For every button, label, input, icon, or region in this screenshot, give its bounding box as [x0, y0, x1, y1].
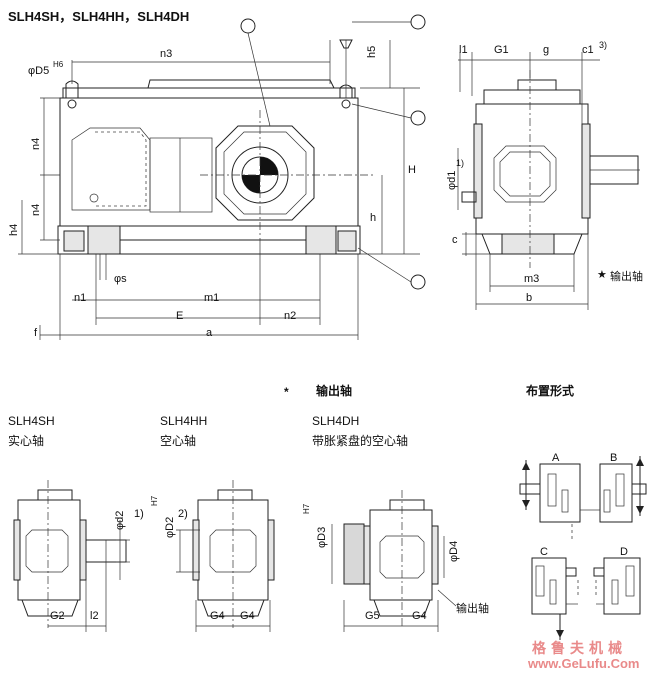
arrangement-a: A: [552, 452, 560, 464]
dim-h4: h4: [8, 223, 20, 236]
dim-G1: G1: [494, 44, 509, 56]
dim-s: φs: [114, 273, 127, 285]
arrangements-drawing: [519, 456, 647, 640]
dim-a: a: [206, 327, 213, 339]
arrangement-b: B: [610, 452, 618, 464]
dim-H: H: [408, 164, 416, 176]
variant-dh-dim: φD3: [316, 526, 328, 548]
variant-dh-g5: G5: [365, 610, 380, 622]
dim-b: b: [526, 292, 533, 304]
variant-sh-dim: φd2: [114, 510, 126, 530]
variant-sh-note: 1): [134, 508, 144, 520]
variant-sh-l2: l2: [90, 610, 99, 622]
variant-hh-g4-left: G4: [210, 610, 225, 622]
dim-d1-note: 1): [456, 158, 465, 168]
legend-output-shaft: 输出轴: [610, 270, 643, 283]
variant-dh-desc: 带胀紧盘的空心轴: [312, 434, 409, 448]
variant-dh-model: SLH4DH: [312, 414, 360, 428]
variant-hh-note: 2): [178, 508, 188, 520]
variant-hh-g4-right: G4: [240, 610, 255, 622]
dim-n3: n3: [160, 48, 173, 60]
dim-E: E: [176, 310, 184, 322]
front-view: [57, 39, 375, 255]
variant-sh-g2: G2: [50, 610, 65, 622]
dim-l1: l1: [459, 44, 468, 56]
watermark-cn: 格鲁夫机械: [532, 641, 627, 657]
dim-c1-note: 3): [599, 40, 608, 50]
variant-dh-dim2: φD4: [448, 540, 460, 562]
dim-n4-upper: n4: [30, 137, 42, 150]
variant-hh-dim: φD2: [164, 516, 176, 538]
dim-d5-tolerance: H6: [53, 60, 64, 69]
section-star: *: [284, 385, 289, 399]
dim-d5: φD5: [28, 65, 50, 77]
variant-dh-g4: G4: [412, 610, 427, 622]
variant-sh-model: SLH4SH: [8, 414, 55, 428]
arrangement-c: C: [540, 546, 548, 558]
legend-star-icon: ★: [597, 269, 607, 281]
dim-g: g: [543, 44, 550, 56]
dim-f: f: [34, 327, 38, 339]
variant-hh-drawing: [176, 480, 275, 632]
dim-n1: n1: [74, 292, 87, 304]
dim-m1: m1: [204, 292, 220, 304]
dim-n2: n2: [284, 310, 297, 322]
dim-d1: φd1: [446, 170, 458, 190]
variant-sh-desc: 实心轴: [8, 434, 45, 448]
section-title-arrangement: 布置形式: [526, 384, 575, 398]
variant-sh-drawing: [13, 480, 130, 632]
dim-m3: m3: [524, 273, 540, 285]
side-view: [457, 52, 640, 310]
section-title-output-shaft: 输出轴: [316, 384, 353, 398]
dim-h: h: [370, 212, 377, 224]
front-dimensions: [18, 14, 426, 340]
dim-c: c: [452, 234, 458, 246]
arrangement-d: D: [620, 546, 628, 558]
variant-hh-tol: H7: [150, 495, 159, 506]
dim-c1: c1: [582, 44, 594, 56]
variant-hh-model: SLH4HH: [160, 414, 208, 428]
dim-h5: h5: [366, 45, 378, 58]
variant-dh-tol: H7: [302, 503, 311, 514]
diagram-title: SLH4SH，SLH4HH，SLH4DH: [8, 9, 190, 24]
variant-hh-desc: 空心轴: [160, 434, 197, 448]
dim-n4-lower: n4: [30, 203, 42, 216]
watermark-url: www.GeLufu.Com: [528, 656, 640, 671]
variant-dh-callout: 输出轴: [456, 602, 489, 615]
variant-dh-drawing: [331, 490, 457, 632]
